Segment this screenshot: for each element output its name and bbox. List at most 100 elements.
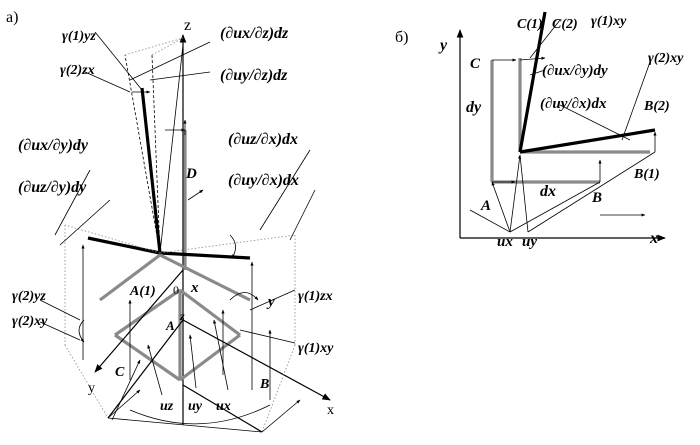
arrow-uz-2 — [147, 344, 163, 396]
panel-a: а) — [6, 9, 334, 433]
b-leader-duy-dx — [559, 104, 631, 141]
construct-line-3 — [159, 44, 184, 254]
leader-dux-dy — [54, 169, 91, 236]
leader-dux-dz — [129, 41, 211, 81]
label-x-small: x — [190, 280, 199, 296]
leader-g1xy — [239, 329, 296, 344]
label-C: C — [115, 365, 125, 380]
construct-top-a — [124, 37, 184, 56]
label-x-axis: x — [327, 403, 334, 418]
arc-bottom — [129, 404, 271, 425]
construct-left-a — [64, 224, 161, 254]
b-label-B1: B(1) — [633, 167, 660, 182]
label-uz: uz — [160, 399, 174, 414]
b-label-B: B — [591, 190, 602, 206]
b-label-A: A — [480, 198, 491, 214]
arrow-uy — [188, 334, 197, 389]
b-ux-to-A1 — [509, 154, 522, 233]
panel-b-tag: б) — [395, 29, 408, 46]
construct-right-c — [261, 344, 296, 433]
b-label-gamma1-xy: γ(1)xy — [591, 14, 627, 29]
b-label-dy: dy — [466, 99, 482, 116]
label-A1: A(1) — [129, 284, 156, 299]
b-uy-to-A1 — [519, 154, 529, 233]
label-A: A — [165, 318, 175, 333]
label-ux: ux — [216, 399, 231, 414]
b-deformed-AC2 — [518, 11, 547, 153]
label-duz-dy: (∂uz/∂y)dy — [18, 179, 87, 196]
edge-lower-front — [114, 333, 181, 382]
deformed-edge-right — [159, 251, 251, 260]
label-B: B — [259, 377, 269, 392]
b-ux-left — [469, 209, 511, 233]
label-y-small: y — [266, 294, 275, 310]
label-uy: uy — [188, 399, 203, 414]
b-uy-to-B1 — [527, 151, 656, 233]
label-gamma1-zx: γ(1)zx — [298, 289, 333, 304]
construct-right-a — [159, 234, 296, 254]
edge-lower-front-right — [179, 333, 241, 382]
label-origin: 0 — [173, 283, 179, 297]
label-duz-dx: (∂uz/∂x)dx — [228, 131, 298, 148]
construct-left-c — [64, 344, 109, 419]
construct-line-2 — [151, 54, 161, 254]
b-label-uy: uy — [522, 234, 537, 250]
leader-g2yz — [39, 299, 81, 321]
label-z-axis: z — [184, 17, 191, 34]
label-y-axis: y — [88, 381, 95, 396]
deformed-edge-up — [140, 87, 162, 254]
deformed-edge-left — [87, 236, 161, 255]
b-label-x-axis: x — [649, 230, 658, 247]
arrow-top-2 — [187, 189, 204, 201]
arrow-front-1 — [107, 389, 141, 419]
arrow-front-2 — [261, 399, 301, 433]
b-label-duy-dx: (∂uy/∂x)dx — [540, 96, 607, 112]
edge-lower-x — [179, 288, 241, 337]
arc-indicator-left — [78, 319, 85, 343]
b-leader-g1xy — [529, 19, 561, 59]
construct-line-1 — [124, 54, 161, 254]
leader-g2xy — [39, 321, 81, 341]
leader-duz-dy — [59, 199, 111, 246]
edge-AB-original — [159, 253, 251, 302]
b-leader-g2xy — [621, 61, 651, 141]
b-ux-to-A — [491, 181, 511, 233]
b-label-dx: dx — [540, 183, 556, 200]
label-duy-dz: (∂uy/∂z)dz — [220, 67, 288, 84]
construct-top-b — [151, 37, 184, 56]
label-gamma2-xy: γ(2)xy — [12, 314, 48, 329]
leader-g1yz — [94, 31, 143, 91]
b-label-gamma2-xy: γ(2)xy — [648, 51, 684, 66]
label-dux-dy: (∂ux/∂y)dy — [18, 137, 89, 154]
b-label-ux: ux — [497, 234, 513, 250]
b-label-dux-dy: (∂ux/∂y)dy — [542, 63, 608, 79]
leader-duy-dz — [149, 71, 211, 81]
label-gamma2-yz: γ(2)yz — [12, 289, 46, 304]
arc-indicator-x — [229, 292, 259, 301]
b-label-y-axis: y — [438, 37, 448, 54]
label-duy-dx: (∂uy/∂x)dx — [228, 172, 299, 189]
label-D: D — [185, 166, 197, 182]
label-gamma1-xy: γ(1)xy — [298, 341, 334, 356]
label-gamma1-yz: γ(1)yz — [62, 29, 96, 44]
b-leader-dux-dy — [529, 69, 546, 76]
leader-duz-dx — [259, 149, 311, 231]
label-gamma2-zx: γ(2)zx — [60, 63, 95, 78]
arrow-ux — [213, 319, 229, 391]
leader-duy-dx — [289, 189, 316, 241]
panel-a-tag: а) — [6, 9, 18, 26]
x-axis-lower — [182, 384, 263, 433]
x-axis-line — [182, 319, 331, 401]
b-label-C: C — [470, 56, 481, 72]
label-z-small: z — [179, 309, 185, 323]
label-dux-dz: (∂ux/∂z)dz — [220, 25, 289, 42]
edge-AC-original — [99, 253, 161, 302]
b-ux-to-B — [509, 181, 601, 233]
b-label-B2: B(2) — [643, 99, 670, 114]
leader-g2zx — [84, 71, 131, 93]
panel-b: б) y x A B B(1) — [395, 11, 684, 250]
leader-g1zx — [249, 289, 296, 311]
base-front-edge — [107, 417, 263, 433]
